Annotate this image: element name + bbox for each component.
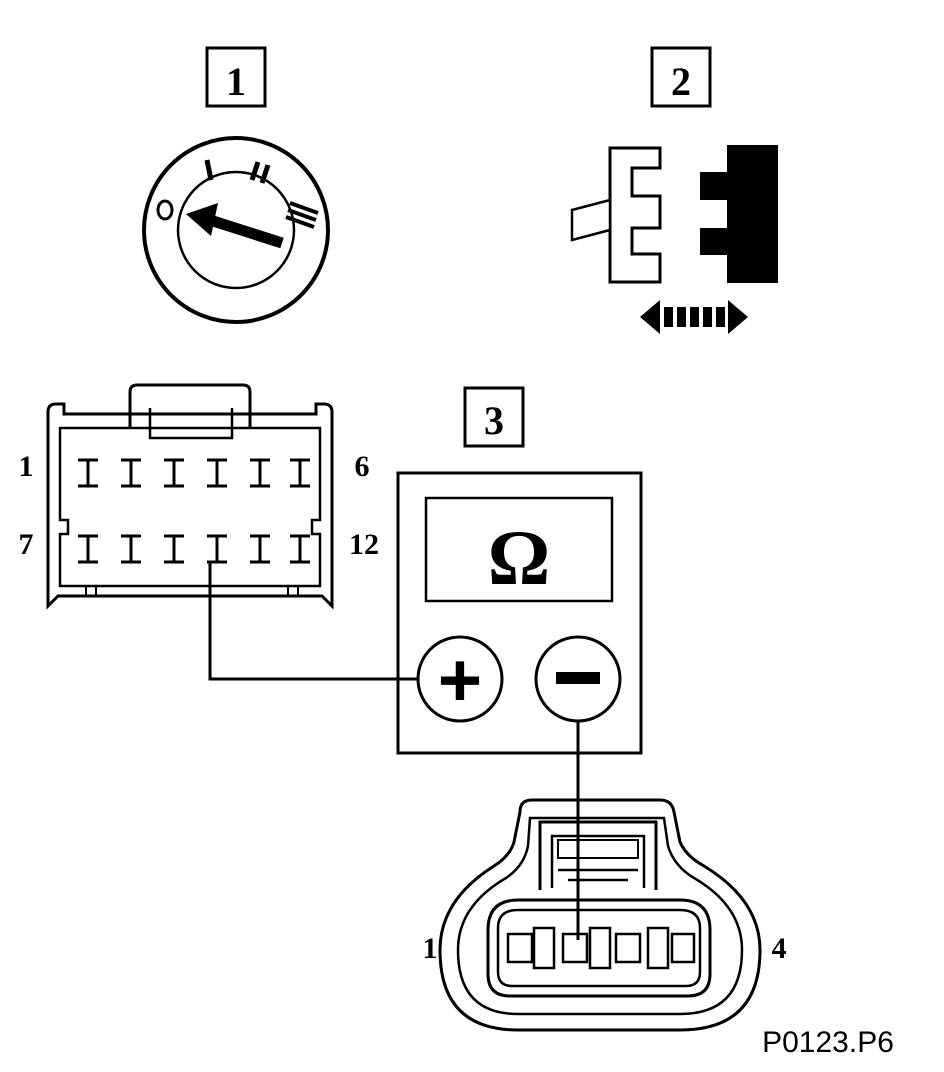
step-2-box xyxy=(650,46,712,108)
connector-12-pin-label-12: 12 xyxy=(349,528,379,561)
connector-12-pin-label-1: 1 xyxy=(19,450,34,483)
ohm-symbol: Ω xyxy=(488,514,550,601)
connector-4-pin-label-4: 4 xyxy=(772,932,787,965)
figure-code: P0123.P6 xyxy=(762,1026,894,1059)
step-2-label: 2 xyxy=(671,59,691,104)
connector-4-pin-label-1: 1 xyxy=(423,932,438,965)
meter-display xyxy=(424,496,614,603)
step-3-label: 3 xyxy=(484,398,504,443)
step-1-box xyxy=(205,46,267,108)
ohmmeter: Ω + − xyxy=(396,471,643,755)
minus-symbol-bar xyxy=(556,672,600,684)
meter-body xyxy=(396,471,643,755)
terminal-row-top xyxy=(78,458,310,488)
ignition-switch xyxy=(142,136,330,324)
terminal-row xyxy=(506,926,696,970)
key-pointer-arrow xyxy=(186,203,284,249)
terminal-row-bottom xyxy=(78,534,310,564)
positive-probe-lead xyxy=(208,562,418,681)
connector-4-pin xyxy=(438,798,762,1032)
connector-12-pin-label-6: 6 xyxy=(355,450,370,483)
wire-stub xyxy=(570,198,612,242)
connector-12-pin xyxy=(46,383,334,610)
connector-half-left xyxy=(608,146,662,284)
step-3-box xyxy=(463,386,525,448)
position-O-mark xyxy=(156,199,174,221)
position-I-mark xyxy=(204,159,214,181)
position-III-mark xyxy=(285,201,319,229)
plus-symbol: + xyxy=(438,638,482,723)
disconnect-connector-illustration xyxy=(570,145,778,334)
minus-symbol: − xyxy=(578,699,579,701)
connector-12-pin-label-7: 7 xyxy=(19,528,34,561)
position-II-mark xyxy=(249,161,271,184)
connector-half-right xyxy=(700,145,778,283)
separate-double-arrow xyxy=(640,300,748,334)
step-1-label: 1 xyxy=(226,59,246,104)
